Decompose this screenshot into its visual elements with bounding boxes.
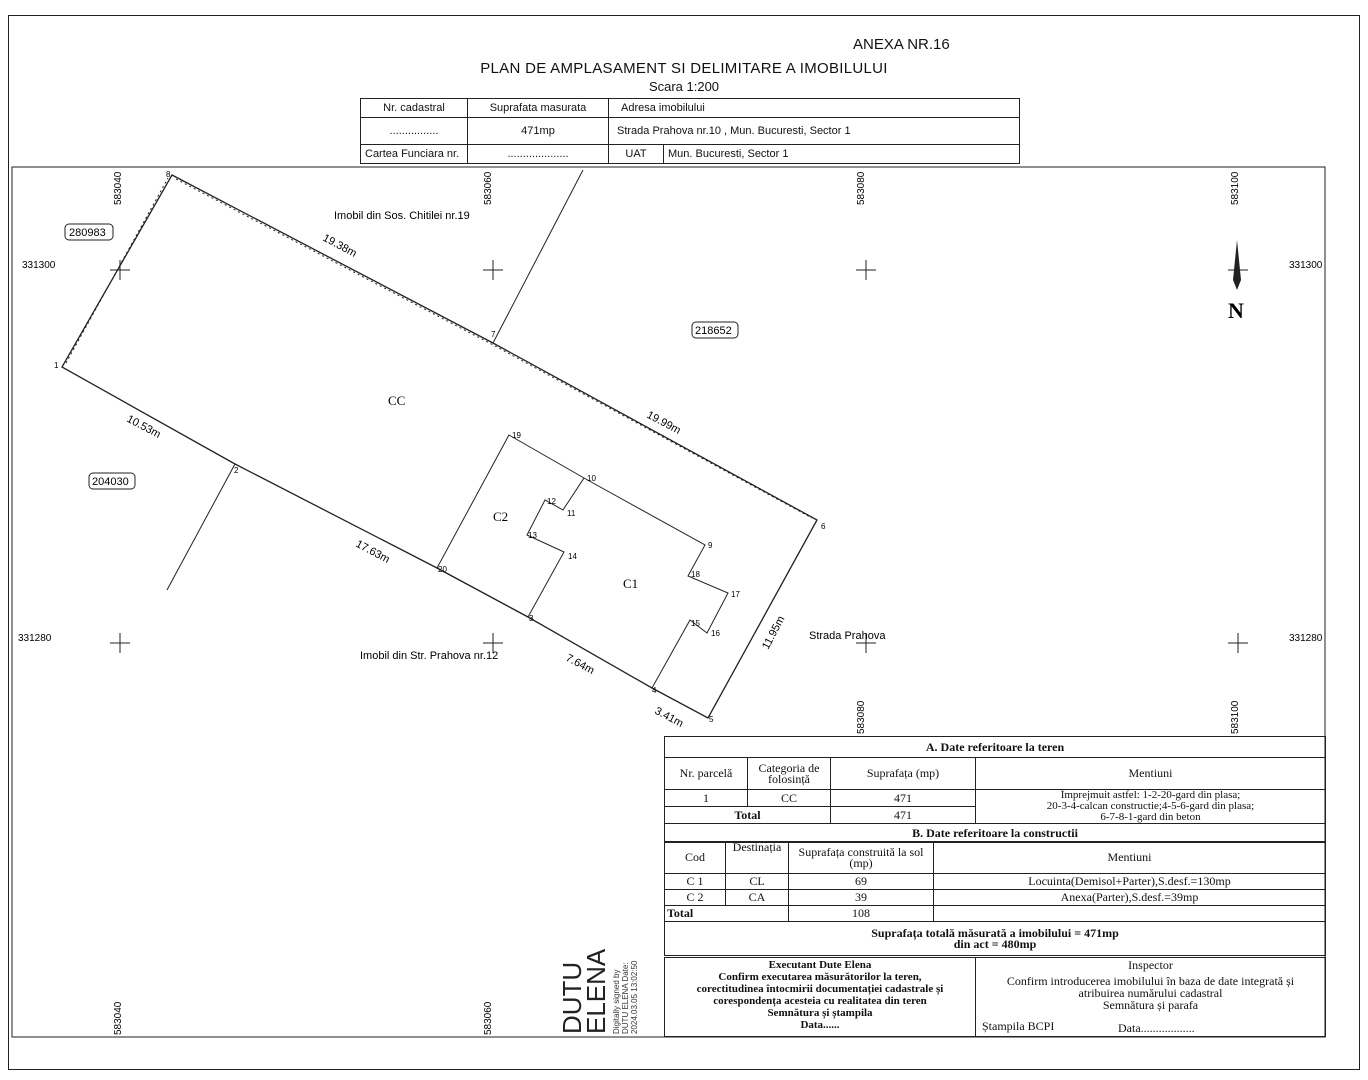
svg-text:8: 8	[166, 170, 171, 179]
svg-text:2: 2	[234, 466, 239, 475]
adresa-value: Strada Prahova nr.10 , Mun. Bucuresti, S…	[608, 117, 1020, 145]
suprafata-value: 471mp	[467, 117, 609, 145]
north-arrow-icon: N	[1228, 240, 1248, 323]
nr-cadastral-value: ................	[360, 117, 468, 145]
svg-text:C2: C2	[493, 509, 508, 524]
svg-text:C1: C1	[623, 576, 638, 591]
scale-label: Scara 1:200	[648, 79, 720, 94]
grid-y-label: 331300	[22, 260, 56, 271]
grid-y-label: 331280	[18, 633, 52, 644]
svg-text:14: 14	[568, 552, 577, 561]
svg-text:7.64m: 7.64m	[564, 652, 597, 677]
svg-text:16: 16	[711, 629, 720, 638]
grid-labels: 583040 583060 583080 583100 583080 58310…	[18, 171, 1323, 1035]
neighbor-boundary	[166, 463, 236, 591]
svg-text:280983: 280983	[69, 227, 106, 239]
svg-text:11.95m: 11.95m	[760, 614, 787, 651]
executant-block: Executant Dute Elena Confirm executarea …	[664, 957, 976, 1037]
plan-frame	[11, 166, 1326, 1038]
grid-x-label: 583040	[113, 171, 124, 205]
building-c2	[436, 434, 585, 618]
neighbor-boundary	[492, 169, 584, 344]
point-numbers: 1 2 3 4 5 6 7 8 9 10 11 12 13 14 15 16 1…	[54, 170, 826, 724]
svg-text:9: 9	[708, 541, 713, 550]
total-area-summary: Suprafața totală măsurată a imobilului =…	[664, 921, 1326, 956]
grid-x-label: 583040	[113, 1001, 124, 1035]
svg-text:N: N	[1228, 298, 1244, 323]
grid-x-label: 583100	[1230, 171, 1241, 205]
svg-text:3.41m: 3.41m	[653, 705, 686, 730]
digital-signature-text: Digitally signed by DUTU ELENA Date: 202…	[612, 960, 639, 1034]
svg-text:6: 6	[821, 522, 826, 531]
svg-text:10.53m: 10.53m	[125, 413, 163, 441]
svg-text:Imobil din Sos. Chitilei nr.19: Imobil din Sos. Chitilei nr.19	[334, 210, 470, 222]
table-a-title: A. Date referitoare la teren	[664, 736, 1326, 758]
cf-value: ....................	[467, 144, 609, 164]
svg-text:18: 18	[691, 570, 700, 579]
svg-text:19.99m: 19.99m	[645, 409, 683, 437]
suprafata-label: Suprafata masurata	[467, 98, 609, 118]
grid-x-label: 583080	[856, 700, 867, 734]
svg-text:12: 12	[547, 497, 556, 506]
signature-table: Executant Dute Elena Confirm executarea …	[664, 957, 1326, 1037]
svg-text:20: 20	[438, 565, 447, 574]
parcel-ids: 280983 218652 204030	[64, 223, 739, 490]
svg-text:1: 1	[54, 361, 59, 370]
svg-text:11: 11	[567, 509, 576, 518]
svg-text:218652: 218652	[695, 325, 732, 337]
building-c1	[583, 477, 729, 689]
parcel-boundary	[61, 174, 818, 719]
grid-y-label: 331280	[1289, 633, 1323, 644]
svg-text:5: 5	[709, 715, 714, 724]
svg-text:17: 17	[731, 590, 740, 599]
uat-label: UAT	[608, 144, 664, 164]
grid-x-label: 583080	[856, 171, 867, 205]
nr-cadastral-label: Nr. cadastral	[360, 98, 468, 118]
grid-x-label: 583060	[483, 1001, 494, 1035]
grid-x-label: 583100	[1230, 700, 1241, 734]
inspector-block: Inspector Confirm introducerea imobilulu…	[975, 957, 1326, 1037]
svg-text:204030: 204030	[92, 476, 129, 488]
area-labels: Imobil din Sos. Chitilei nr.19 Imobil di…	[334, 210, 886, 662]
svg-text:4: 4	[652, 686, 657, 695]
svg-text:10: 10	[587, 474, 596, 483]
grid-x-label: 583060	[483, 171, 494, 205]
grid-y-label: 331300	[1289, 260, 1323, 271]
svg-text:3: 3	[529, 614, 534, 623]
svg-text:CC: CC	[388, 393, 405, 408]
page-border	[8, 15, 1360, 1070]
svg-text:7: 7	[491, 330, 496, 339]
uat-value: Mun. Bucuresti, Sector 1	[663, 144, 1020, 164]
page-title: PLAN DE AMPLASAMENT SI DELIMITARE A IMOB…	[480, 60, 888, 77]
svg-text:13: 13	[528, 531, 537, 540]
table-a-teren: A. Date referitoare la teren Nr. parcelă…	[664, 736, 1326, 843]
svg-text:15: 15	[691, 619, 700, 628]
concrete-fence	[175, 178, 813, 519]
svg-text:Strada Prahova: Strada Prahova	[809, 630, 886, 642]
svg-text:Imobil din Str. Prahova nr.12: Imobil din Str. Prahova nr.12	[360, 650, 498, 662]
svg-text:19: 19	[512, 431, 521, 440]
annex-label: ANEXA NR.16	[853, 36, 950, 53]
digital-signature-stamp: DUTU ELENA	[557, 948, 611, 1034]
grid-crosses	[110, 260, 1248, 653]
